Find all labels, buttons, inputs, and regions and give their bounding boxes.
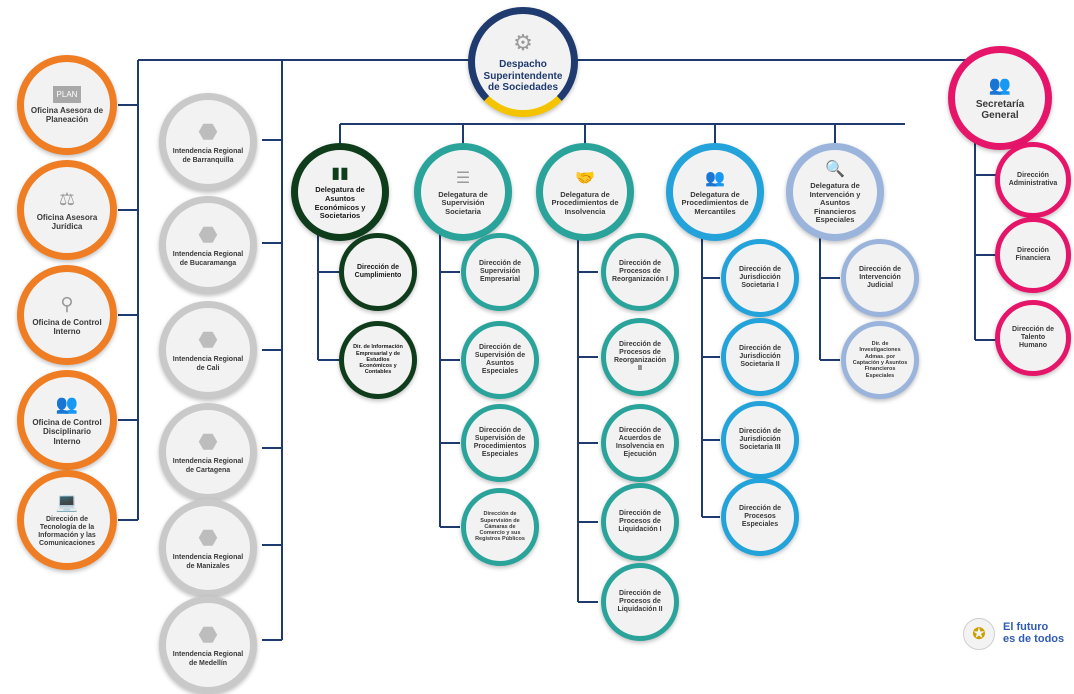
node-intendencia-3-label: Intendencia Regional de Cali bbox=[172, 356, 244, 372]
node-delegatura-1: ▮▮ Delegatura de Asuntos Económicos y Soc… bbox=[291, 143, 389, 241]
node-delegatura-4-dir-1-label: Dirección de Jurisdicción Societaria I bbox=[738, 265, 781, 290]
node-delegatura-4-dir-4: Dirección de Procesos Especiales bbox=[721, 478, 799, 556]
node-delegatura-3-label: Delegatura de Procedimientos de Insolven… bbox=[551, 189, 619, 216]
search-money-icon: 🔍 bbox=[825, 160, 845, 178]
node-intendencia-2: ⬣ Intendencia Regional de Bucaramanga bbox=[159, 196, 257, 294]
node-intendencia-3: ⬣ Intendencia Regional de Cali bbox=[159, 301, 257, 399]
node-delegatura-3-dir-4: Dirección de Procesos de Liquidación I bbox=[601, 483, 679, 561]
node-delegatura-2-dir-4-label: Dirección de Supervisión de Cámaras de C… bbox=[475, 511, 525, 543]
node-delegatura-2-dir-1: Dirección de Supervisión Empresarial bbox=[461, 233, 539, 311]
node-despacho-label: Despacho Superintendente de Sociedades bbox=[483, 59, 563, 94]
brand-line-1: El futuro bbox=[1003, 621, 1049, 634]
node-intendencia-5-label: Intendencia Regional de Manizales bbox=[172, 554, 244, 570]
node-advisory-1: PLAN Oficina Asesora de Planeación bbox=[17, 55, 117, 155]
node-delegatura-2-dir-2-label: Dirección de Supervisión de Asuntos Espe… bbox=[474, 343, 526, 376]
connector-lines bbox=[118, 59, 1000, 641]
node-advisory-5-label: Dirección de Tecnología de la Informació… bbox=[38, 515, 96, 548]
node-delegatura-5-dir-2: Dir. de Investigaciones Admas. por Capta… bbox=[841, 321, 919, 399]
map-icon: ⬣ bbox=[198, 429, 218, 455]
checklist-icon: ☰ bbox=[455, 169, 471, 187]
node-delegatura-3-dir-3-label: Dirección de Acuerdos de Insolvencia en … bbox=[615, 426, 665, 459]
node-intendencia-6: ⬣ Intendencia Regional de Medellín bbox=[159, 596, 257, 694]
node-delegatura-2-dir-1-label: Dirección de Supervisión Empresarial bbox=[478, 259, 521, 284]
node-delegatura-4-dir-1: Dirección de Jurisdicción Societaria I bbox=[721, 239, 799, 317]
node-secretaria-dir-3-label: Dirección de Talento Humano bbox=[1011, 325, 1054, 350]
map-icon: ⬣ bbox=[198, 119, 218, 145]
people-icon: 👥 bbox=[55, 394, 79, 415]
node-advisory-4-label: Oficina de Control Disciplinario Interno bbox=[32, 418, 102, 446]
map-icon: ⬣ bbox=[198, 525, 218, 551]
node-delegatura-3-dir-1-label: Dirección de Procesos de Reorganización … bbox=[612, 259, 669, 284]
node-delegatura-5-dir-2-label: Dir. de Investigaciones Admas. por Capta… bbox=[852, 341, 908, 379]
node-secretaria: 👥 Secretaría General bbox=[948, 46, 1052, 150]
handshake-icon: 🤝 bbox=[575, 169, 595, 187]
node-delegatura-4-dir-2-label: Dirección de Jurisdicción Societaria II bbox=[738, 344, 781, 369]
node-advisory-3: ⚲ Oficina de Control Interno bbox=[17, 265, 117, 365]
map-icon: ⬣ bbox=[198, 222, 218, 248]
node-delegatura-2-label: Delegatura de Supervisión Societaria bbox=[438, 189, 488, 216]
node-advisory-2: ⚖ Oficina Asesora Jurídica bbox=[17, 160, 117, 260]
node-delegatura-3-dir-1: Dirección de Procesos de Reorganización … bbox=[601, 233, 679, 311]
gears-icon: ⚙ bbox=[513, 30, 533, 56]
magnifier-icon: ⚲ bbox=[60, 293, 74, 314]
brand-line-2: es de todos bbox=[1003, 633, 1065, 645]
node-delegatura-4-dir-3: Dirección de Jurisdicción Societaria III bbox=[721, 401, 799, 479]
scales-icon: ⚖ bbox=[58, 188, 76, 209]
node-delegatura-1-dir-1-label: Dirección de Cumplimiento bbox=[354, 263, 402, 279]
bar-chart-icon: ▮▮ bbox=[331, 165, 349, 183]
node-delegatura-4-dir-3-label: Dirección de Jurisdicción Societaria III bbox=[738, 427, 781, 452]
node-delegatura-2-dir-2: Dirección de Supervisión de Asuntos Espe… bbox=[461, 321, 539, 399]
node-delegatura-1-dir-1: Dirección de Cumplimiento bbox=[339, 233, 417, 311]
node-delegatura-2: ☰ Delegatura de Supervisión Societaria bbox=[414, 143, 512, 241]
node-delegatura-5-dir-1-label: Dirección de Intervención Judicial bbox=[858, 265, 901, 290]
node-delegatura-1-dir-2-label: Dir. de Información Empresarial y de Est… bbox=[353, 344, 403, 376]
node-delegatura-5: 🔍 Delegatura de Intervención y Asuntos Fi… bbox=[786, 143, 884, 241]
node-delegatura-3: 🤝 Delegatura de Procedimientos de Insolve… bbox=[536, 143, 634, 241]
node-secretaria-dir-1-label: Dirección Administrativa bbox=[1008, 171, 1058, 187]
node-delegatura-4-dir-2: Dirección de Jurisdicción Societaria II bbox=[721, 318, 799, 396]
node-secretaria-dir-3: Dirección de Talento Humano bbox=[995, 300, 1071, 376]
node-intendencia-1: ⬣ Intendencia Regional de Barranquilla bbox=[159, 93, 257, 191]
node-secretaria-dir-2-label: Dirección Financiera bbox=[1015, 246, 1051, 262]
node-delegatura-3-dir-5-label: Dirección de Procesos de Liquidación II bbox=[617, 589, 663, 614]
node-advisory-3-label: Oficina de Control Interno bbox=[32, 317, 102, 336]
node-intendencia-6-label: Intendencia Regional de Medellín bbox=[172, 651, 244, 667]
node-delegatura-2-dir-3: Dirección de Supervisión de Procedimient… bbox=[461, 404, 539, 482]
node-secretaria-label: Secretaría General bbox=[975, 98, 1025, 122]
node-secretaria-dir-2: Dirección Financiera bbox=[995, 217, 1071, 293]
node-delegatura-3-dir-3: Dirección de Acuerdos de Insolvencia en … bbox=[601, 404, 679, 482]
node-delegatura-3-dir-2: Dirección de Procesos de Reorganización … bbox=[601, 318, 679, 396]
node-delegatura-1-dir-2: Dir. de Información Empresarial y de Est… bbox=[339, 321, 417, 399]
node-advisory-1-label: Oficina Asesora de Planeación bbox=[30, 105, 104, 124]
node-delegatura-4-label: Delegatura de Procedimientos de Mercanti… bbox=[681, 189, 749, 216]
node-delegatura-5-label: Delegatura de Intervención y Asuntos Fin… bbox=[809, 180, 861, 225]
node-intendencia-5: ⬣ Intendencia Regional de Manizales bbox=[159, 499, 257, 597]
node-secretaria-dir-1: Dirección Administrativa bbox=[995, 142, 1071, 218]
node-delegatura-1-label: Delegatura de Asuntos Económicos y Socie… bbox=[314, 185, 366, 221]
coat-of-arms-icon: ✪ bbox=[963, 618, 995, 650]
node-delegatura-5-dir-1: Dirección de Intervención Judicial bbox=[841, 239, 919, 317]
node-intendencia-1-label: Intendencia Regional de Barranquilla bbox=[172, 148, 244, 164]
node-advisory-4: 👥 Oficina de Control Disciplinario Intern… bbox=[17, 370, 117, 470]
node-advisory-5: 💻 Dirección de Tecnología de la Informaci… bbox=[17, 470, 117, 570]
node-delegatura-2-dir-4: Dirección de Supervisión de Cámaras de C… bbox=[461, 488, 539, 566]
node-delegatura-3-dir-4-label: Dirección de Procesos de Liquidación I bbox=[618, 509, 662, 534]
node-despacho: ⚙ Despacho Superintendente de Sociedades bbox=[468, 7, 578, 117]
node-advisory-2-label: Oficina Asesora Jurídica bbox=[36, 212, 98, 231]
map-icon: ⬣ bbox=[198, 622, 218, 648]
node-delegatura-2-dir-3-label: Dirección de Supervisión de Procedimient… bbox=[473, 426, 527, 459]
node-delegatura-4: 👥 Delegatura de Procedimientos de Mercant… bbox=[666, 143, 764, 241]
node-intendencia-2-label: Intendencia Regional de Bucaramanga bbox=[172, 251, 244, 267]
node-delegatura-3-dir-2-label: Dirección de Procesos de Reorganización … bbox=[613, 340, 667, 373]
node-delegatura-3-dir-5: Dirección de Procesos de Liquidación II bbox=[601, 563, 679, 641]
plan-board-icon: PLAN bbox=[52, 85, 82, 103]
group-icon: 👥 bbox=[705, 169, 725, 187]
gov-brand: ✪ El futuro es de todos bbox=[963, 614, 1071, 654]
map-icon: ⬣ bbox=[198, 327, 218, 353]
node-delegatura-4-dir-4-label: Dirección de Procesos Especiales bbox=[738, 504, 781, 529]
laptop-icon: 💻 bbox=[55, 491, 79, 512]
node-intendencia-4-label: Intendencia Regional de Cartagena bbox=[172, 458, 244, 474]
node-intendencia-4: ⬣ Intendencia Regional de Cartagena bbox=[159, 403, 257, 501]
people-network-icon: 👥 bbox=[988, 74, 1012, 95]
